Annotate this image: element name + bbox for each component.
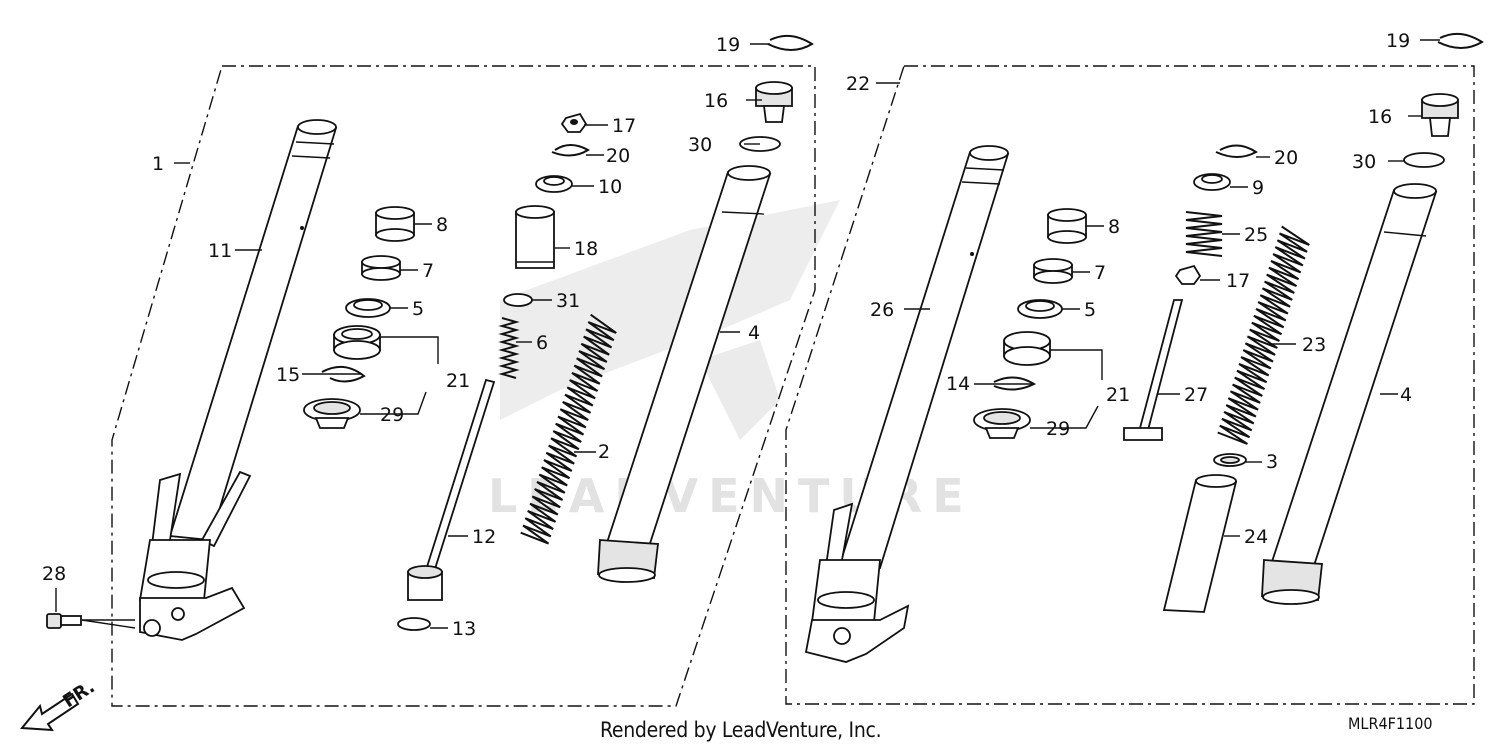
part-13-washer <box>397 617 431 631</box>
part-21-oil-seal <box>333 325 381 360</box>
callout-31: 31 <box>556 290 580 312</box>
part-20-clip-right <box>1215 144 1258 158</box>
callout-25: 25 <box>1244 224 1268 246</box>
part-30-o-ring-right <box>1403 152 1445 168</box>
part-29-dust-seal <box>303 398 361 429</box>
callout-29-right: 29 <box>1046 418 1070 440</box>
callout-3: 3 <box>1266 451 1278 473</box>
part-8-bushing <box>375 206 415 242</box>
part-15-clip <box>321 365 366 383</box>
leader-lines <box>174 39 1440 629</box>
part-5-washer-right <box>1017 299 1063 319</box>
left-assembly-outline <box>111 65 816 707</box>
callout-16-left: 16 <box>704 90 728 112</box>
callout-8-right: 8 <box>1108 216 1120 238</box>
front-direction-arrow: FR. <box>19 676 99 732</box>
part-27-rod <box>1123 299 1184 441</box>
callout-11: 11 <box>208 240 232 262</box>
callout-21-right: 21 <box>1106 384 1130 406</box>
part-12-damper-rod <box>407 378 496 601</box>
part-9-washer <box>1193 173 1231 191</box>
callout-1: 1 <box>152 153 164 175</box>
callout-2: 2 <box>598 441 610 463</box>
part-23-fork-spring <box>1217 225 1310 445</box>
part-28-bolt <box>46 588 136 629</box>
part-26-outer-tube <box>804 145 1010 663</box>
callout-20-right: 20 <box>1274 147 1298 169</box>
callout-13: 13 <box>452 618 476 640</box>
callout-6: 6 <box>536 332 548 354</box>
callout-28: 28 <box>42 563 66 585</box>
part-21-oil-seal-right <box>1003 331 1051 366</box>
diagram-code: MLR4F1100 <box>1348 714 1433 733</box>
part-18-collar <box>515 205 555 269</box>
callout-4-right: 4 <box>1400 384 1412 406</box>
callout-9: 9 <box>1252 177 1264 199</box>
callout-10: 10 <box>598 176 622 198</box>
callout-15: 15 <box>276 364 300 386</box>
part-16-cap-bolt-left <box>755 81 793 123</box>
callout-5-left: 5 <box>412 298 424 320</box>
part-29-dust-seal-right <box>973 408 1031 439</box>
part-3-washer <box>1213 453 1247 467</box>
part-2-fork-spring <box>520 313 617 545</box>
callout-21-left: 21 <box>446 370 470 392</box>
part-11-outer-tube <box>138 119 338 641</box>
callout-27: 27 <box>1184 384 1208 406</box>
callout-17-left: 17 <box>612 115 636 137</box>
callout-30-right: 30 <box>1352 151 1376 173</box>
part-17-nut-left <box>560 112 588 133</box>
part-19-circlip-left <box>767 34 814 51</box>
callout-18: 18 <box>574 238 598 260</box>
callout-labels: 1 2 3 4 4 5 5 6 7 7 8 8 9 10 11 12 13 14… <box>42 30 1412 640</box>
part-16-cap-bolt-right <box>1421 93 1459 137</box>
render-credit: Rendered by LeadVenture, Inc. <box>600 718 882 742</box>
part-19-circlip-right <box>1437 32 1484 49</box>
part-17-nut-right <box>1174 264 1202 285</box>
callout-29-left: 29 <box>380 404 404 426</box>
callout-12: 12 <box>472 526 496 548</box>
callout-19-right: 19 <box>1386 30 1410 52</box>
callout-4-left: 4 <box>748 322 760 344</box>
part-4-inner-tube-right <box>1261 183 1438 605</box>
part-5-washer <box>345 298 391 318</box>
callout-5-right: 5 <box>1084 299 1096 321</box>
part-24-collar <box>1162 474 1238 613</box>
callout-20-left: 20 <box>606 145 630 167</box>
callout-30-left: 30 <box>688 134 712 156</box>
part-31-washer <box>503 293 533 307</box>
part-20-clip-left <box>551 144 590 157</box>
callout-16-right: 16 <box>1368 106 1392 128</box>
part-6-spring <box>498 317 520 379</box>
part-7-bushing-right <box>1033 258 1073 284</box>
callout-26: 26 <box>870 299 894 321</box>
part-4-inner-tube-left <box>597 165 772 583</box>
part-8-bushing-right <box>1047 208 1087 244</box>
callout-7-left: 7 <box>422 260 434 282</box>
part-25-spring <box>1185 211 1223 257</box>
callout-22: 22 <box>846 73 870 95</box>
callout-19-left: 19 <box>716 34 740 56</box>
right-assembly-outline <box>785 65 1475 705</box>
callout-8-left: 8 <box>436 214 448 236</box>
callout-24: 24 <box>1244 526 1268 548</box>
callout-23: 23 <box>1302 334 1326 356</box>
callout-17-right: 17 <box>1226 270 1250 292</box>
part-10-washer <box>535 175 573 193</box>
callout-14: 14 <box>946 373 970 395</box>
callout-7-right: 7 <box>1094 262 1106 284</box>
part-7-bushing <box>361 255 401 281</box>
